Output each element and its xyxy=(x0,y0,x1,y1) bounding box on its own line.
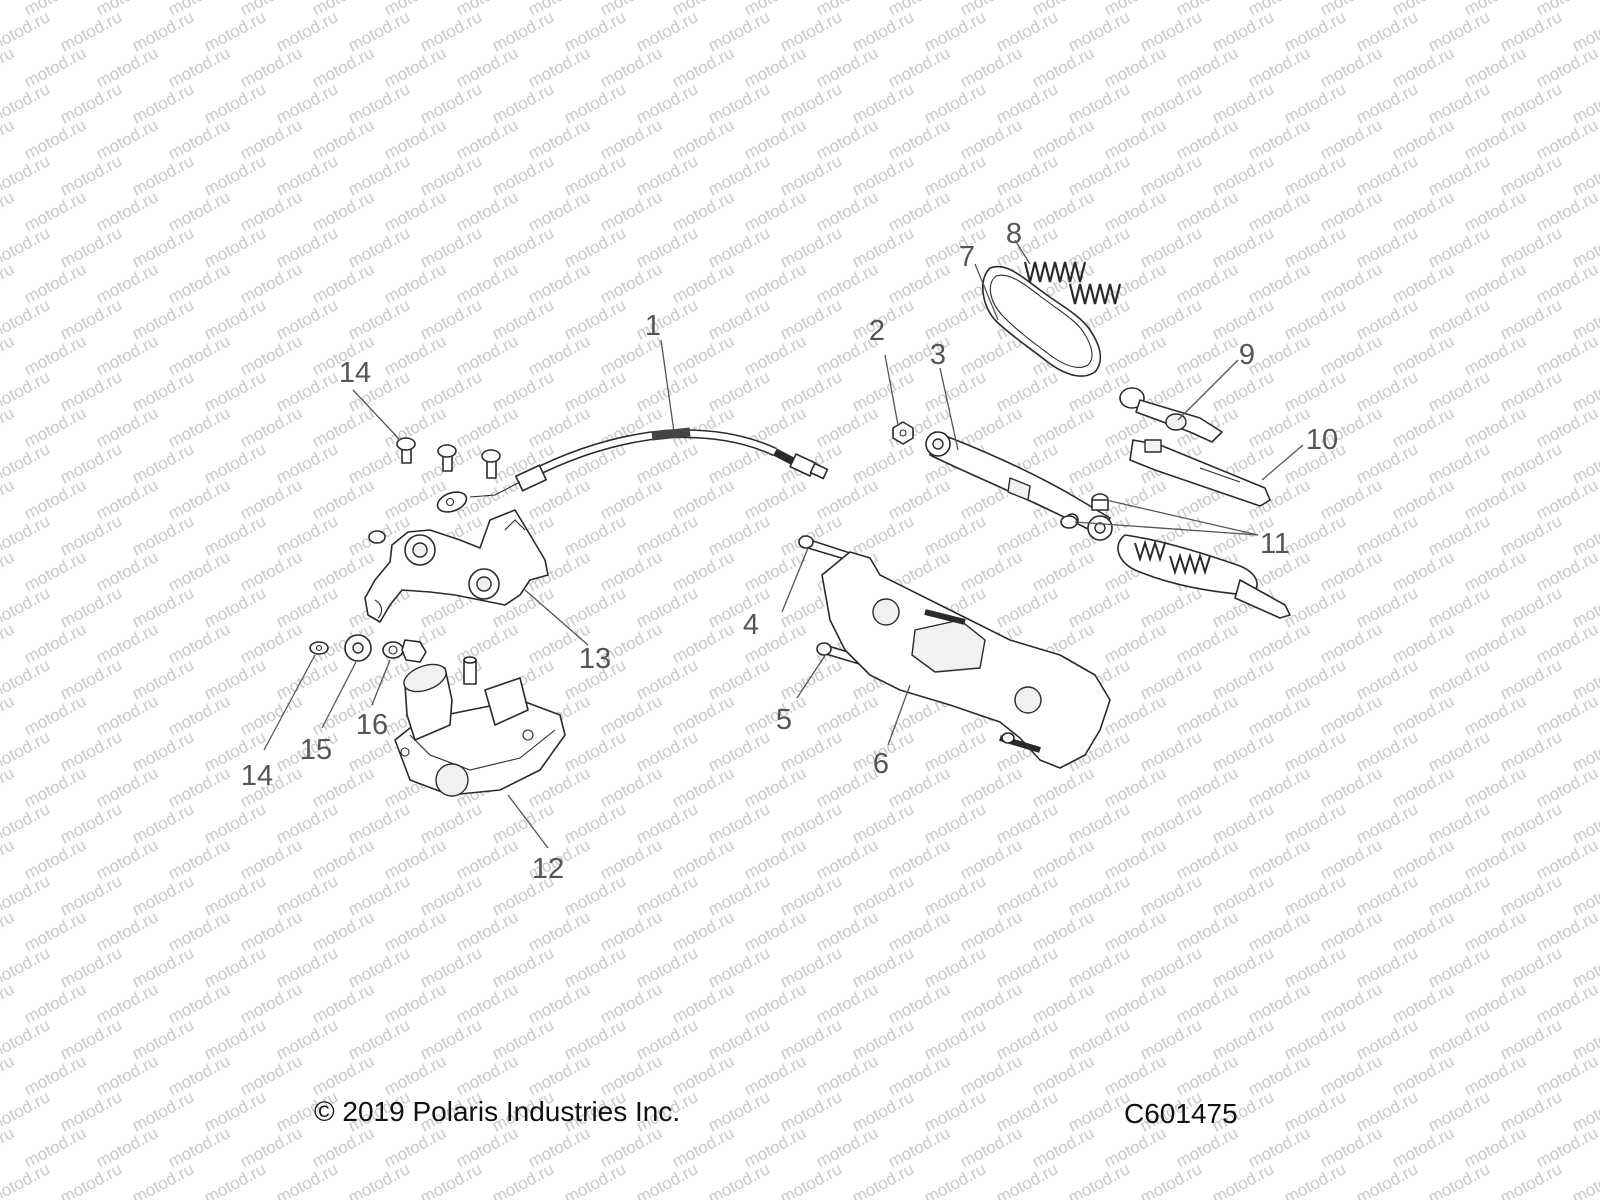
part-16-nut xyxy=(382,639,427,663)
callout-7: 7 xyxy=(959,241,975,273)
callout-15: 15 xyxy=(300,734,332,766)
callout-14-top: 14 xyxy=(339,357,371,389)
callout-2: 2 xyxy=(869,315,885,347)
callout-11: 11 xyxy=(1260,528,1290,560)
part-4-bolt xyxy=(798,535,851,561)
part-9-plunger xyxy=(1119,387,1223,443)
part-11-pins xyxy=(1060,493,1109,529)
part-1-shift-cable xyxy=(436,427,829,513)
watermark-text: motod.ru xyxy=(0,1195,17,1200)
part-10-shift-rod xyxy=(1129,439,1271,507)
callout-16: 16 xyxy=(356,709,388,741)
callout-3: 3 xyxy=(930,339,946,371)
callout-9: 9 xyxy=(1239,339,1255,371)
copyright-notice: © 2019 Polaris Industries Inc. xyxy=(314,1096,681,1127)
part-2-bolt xyxy=(892,421,914,445)
part-14-screw-bottom xyxy=(309,641,329,655)
part-3-shift-arm xyxy=(925,431,1113,541)
callout-5: 5 xyxy=(776,704,792,736)
part-7-gasket xyxy=(982,265,1102,377)
callout-labels: 1 2 3 4 5 6 7 8 9 10 11 12 13 14 14 15 1… xyxy=(241,218,1338,885)
leader-lines xyxy=(263,239,1304,849)
callout-4: 4 xyxy=(743,609,759,641)
part-14-screws-top xyxy=(396,437,501,479)
part-7-8-spring-assembly-lower xyxy=(1117,534,1291,619)
callout-14-bottom: 14 xyxy=(241,760,273,792)
callout-6: 6 xyxy=(873,748,889,780)
callout-8: 8 xyxy=(1006,218,1022,250)
part-8-springs xyxy=(1023,261,1122,305)
callout-12: 12 xyxy=(532,853,564,885)
part-12-shift-actuator xyxy=(394,656,566,797)
part-15-washer xyxy=(344,634,372,662)
part-13-bracket xyxy=(364,509,549,623)
callout-10: 10 xyxy=(1306,424,1338,456)
callout-1: 1 xyxy=(645,310,661,342)
part-6-shift-housing xyxy=(821,551,1111,769)
callout-13: 13 xyxy=(579,643,611,675)
drawing-number: C601475 xyxy=(1124,1098,1238,1129)
